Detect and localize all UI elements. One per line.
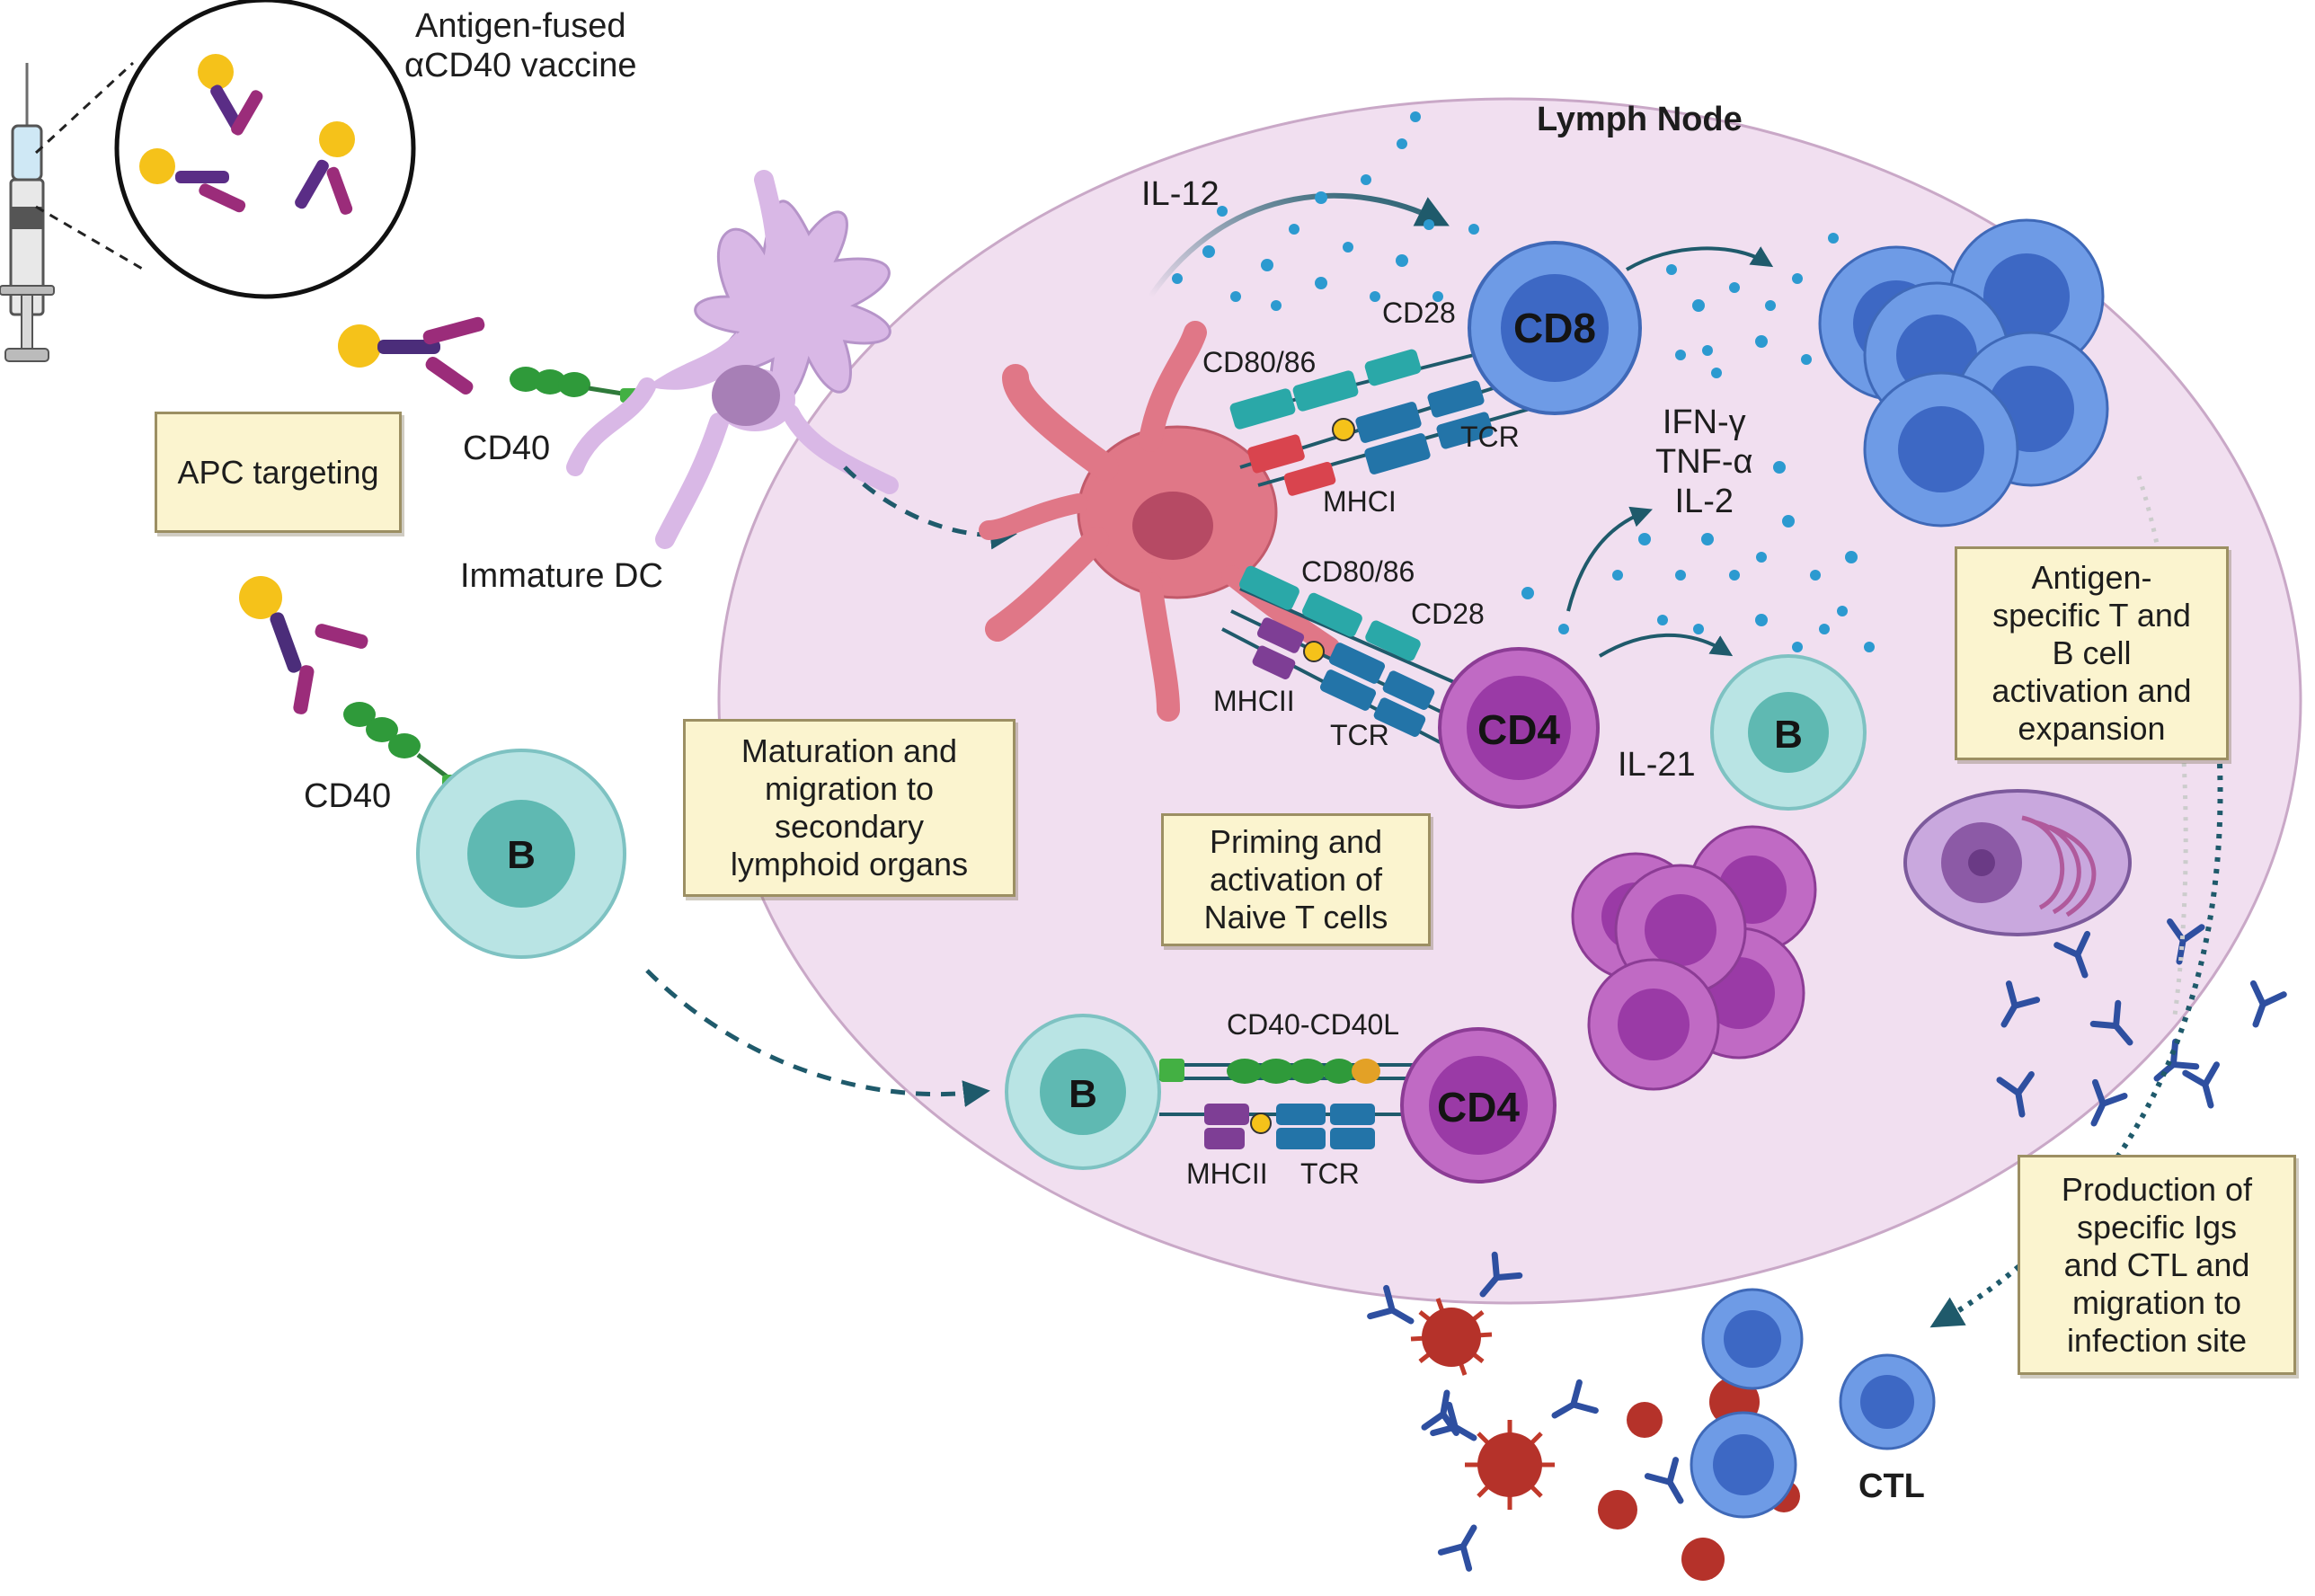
cd4-cytokine-arrow: [1566, 506, 1653, 612]
synapse-cd4: [1221, 565, 1457, 748]
ctl-label: CTL: [1858, 1467, 1925, 1505]
cd4-t-cell-mid: [1438, 647, 1600, 809]
b-left-cell-name: B: [507, 833, 536, 877]
cd80-86-label-top: CD80/86: [1202, 346, 1317, 378]
il21-arrow: [1598, 633, 1734, 658]
cytokine-list-label: IFN-γ TNF-α IL-2: [1655, 403, 1753, 520]
cd4-bottom-cell-name: CD4: [1436, 1084, 1521, 1130]
step-apc-targeting-text: APC targeting: [177, 453, 379, 491]
mhci-label: MHCI: [1323, 485, 1397, 518]
immature-dendritic-cell: [566, 170, 899, 549]
b-bottom-cell-name: B: [1069, 1072, 1097, 1116]
cd28-label-bottom: CD28: [1411, 598, 1485, 630]
il12-arrow: [1148, 192, 1450, 298]
output-dotted-arrow: [1929, 763, 2223, 1328]
b-mid-cell-name: B: [1774, 713, 1803, 757]
tcr-label-bottom: TCR: [1300, 1157, 1360, 1190]
antigen-antibody-icon: [295, 121, 355, 215]
cd8-cell-name: CD8: [1512, 305, 1597, 351]
step-maturation: Maturation and migration to secondary ly…: [683, 719, 1016, 897]
tcr-label-mid: TCR: [1330, 719, 1389, 751]
step-priming-text: Priming and activation of Naive T cells: [1203, 823, 1388, 935]
cd8-clone-cluster: [1818, 218, 2109, 528]
cytokine-dots: [1172, 111, 1875, 688]
b-cell-mid: [1710, 654, 1867, 811]
cd8-t-cell: [1468, 241, 1642, 415]
step-production: Production of specific Igs and CTL and m…: [2018, 1155, 2296, 1375]
cd40-receptor-dc: [510, 367, 647, 403]
step-expansion-text: Antigen- specific T and B cell activatio…: [1991, 559, 2192, 747]
syringe-icon: [0, 63, 55, 362]
il21-label: IL-21: [1618, 746, 1696, 784]
cd4-mid-cell-name: CD4: [1477, 706, 1561, 753]
immature-dc-label: Immature DC: [460, 557, 663, 595]
vaccine-label: Antigen-fused αCD40 vaccine: [404, 7, 637, 84]
il12-label: IL-12: [1141, 175, 1220, 213]
cd80-86-label-bottom: CD80/86: [1301, 555, 1415, 588]
migration-arrow-b: [645, 969, 990, 1107]
antigen-antibody-icon: [198, 54, 263, 136]
step-expansion: Antigen- specific T and B cell activatio…: [1955, 546, 2229, 760]
lymph-node-title: Lymph Node: [1537, 101, 1743, 138]
vaccine-zoom-circle: [114, 0, 416, 299]
antigen-antibody-icon: [338, 316, 485, 395]
mhcii-label-mid: MHCII: [1213, 685, 1295, 717]
cd40-label-dc: CD40: [463, 430, 551, 467]
cd28-label-top: CD28: [1382, 297, 1456, 329]
synapse-cd8: [1229, 340, 1547, 496]
step-maturation-text: Maturation and migration to secondary ly…: [730, 732, 969, 882]
cd4-clone-cluster: [1571, 825, 1817, 1091]
mhcii-label-bottom: MHCII: [1186, 1157, 1268, 1190]
cd40-label-b: CD40: [304, 777, 392, 815]
antigen-antibody-icon: [139, 148, 246, 213]
cd8-cytokine-arrow: [1625, 246, 1774, 271]
plasma-cell: [1903, 789, 2132, 936]
cd40-cd40l-label: CD40-CD40L: [1227, 1008, 1400, 1041]
infection-site: [1370, 1255, 1936, 1581]
step-apc-targeting: APC targeting: [155, 412, 402, 533]
b-cell-left: [416, 749, 626, 959]
mature-dendritic-cell: [979, 321, 1340, 722]
tcr-label-top: TCR: [1460, 421, 1520, 453]
antigen-antibody-icon: [239, 576, 368, 714]
b-cd4-synapse: [1005, 1014, 1557, 1184]
step-production-text: Production of specific Igs and CTL and m…: [2061, 1170, 2253, 1359]
step-priming: Priming and activation of Naive T cells: [1161, 813, 1431, 946]
